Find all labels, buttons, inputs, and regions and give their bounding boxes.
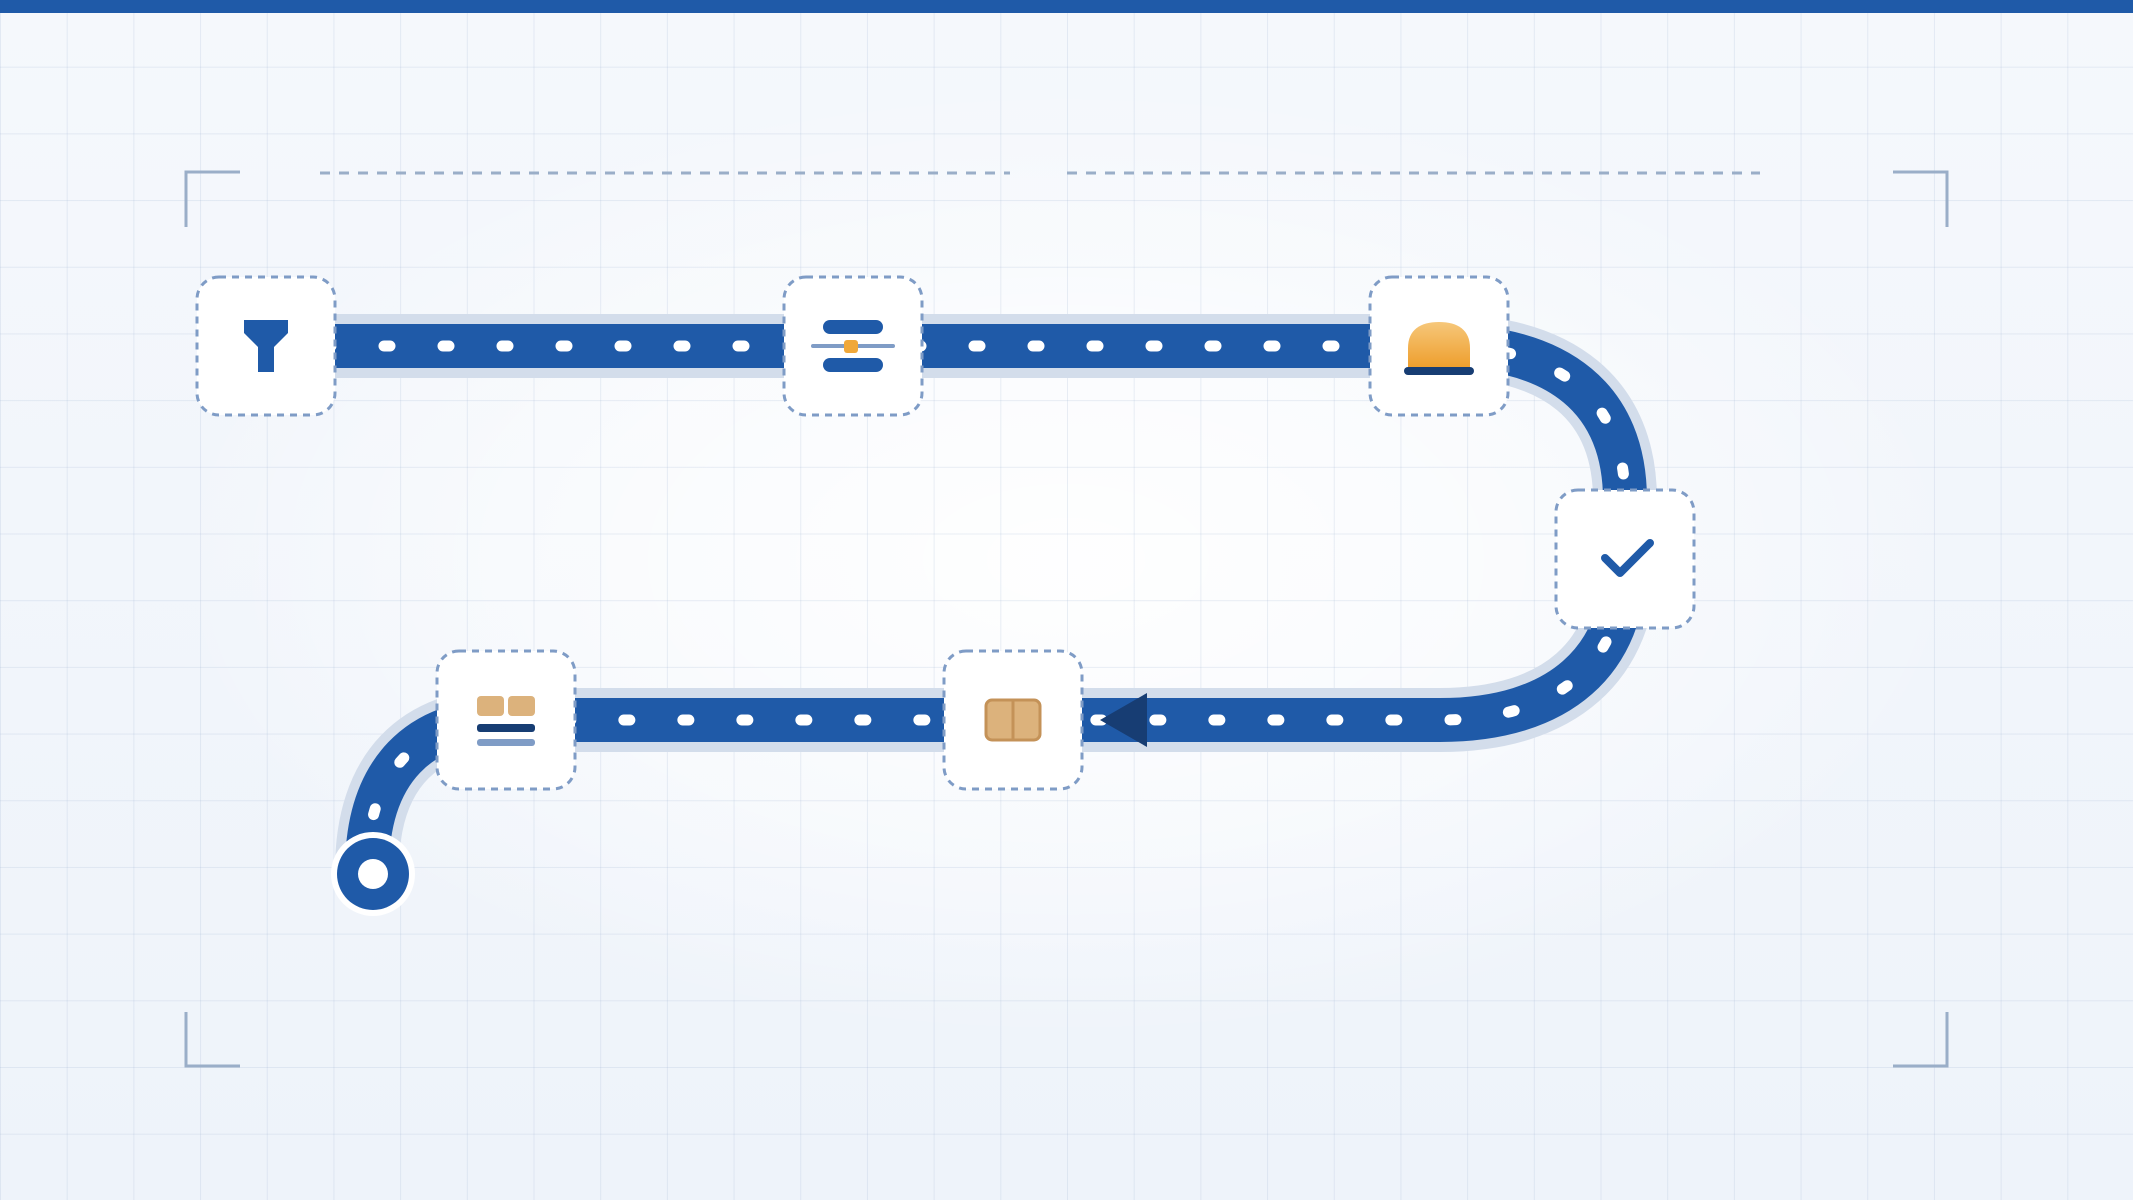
frame-corner-top-right xyxy=(1893,170,1949,227)
funnel-icon xyxy=(244,320,288,372)
frame-corner-bottom-left xyxy=(184,1012,240,1068)
frame-corner-top-left xyxy=(184,170,240,227)
sliders-icon xyxy=(811,320,895,372)
road xyxy=(260,314,1657,876)
frame-corners xyxy=(184,170,1949,1068)
box-icon xyxy=(984,698,1042,742)
node-filter xyxy=(195,275,337,417)
node-layout xyxy=(435,649,577,791)
target-circle-icon xyxy=(331,832,415,916)
node-alert xyxy=(1368,275,1510,417)
checkmark-icon xyxy=(1601,539,1654,577)
node-check xyxy=(1554,488,1696,630)
arrowhead-left-icon xyxy=(1100,693,1147,747)
road-halo xyxy=(266,314,1657,871)
node-adjust xyxy=(782,275,924,417)
frame-corner-bottom-right xyxy=(1893,1012,1949,1068)
road-surface xyxy=(266,324,1647,871)
dashboard-layout-icon xyxy=(477,696,535,746)
road-lane-dashes xyxy=(260,340,1631,876)
node-package xyxy=(942,649,1084,791)
dome-alarm-icon xyxy=(1404,322,1474,375)
top-accent-bar xyxy=(0,0,2133,13)
